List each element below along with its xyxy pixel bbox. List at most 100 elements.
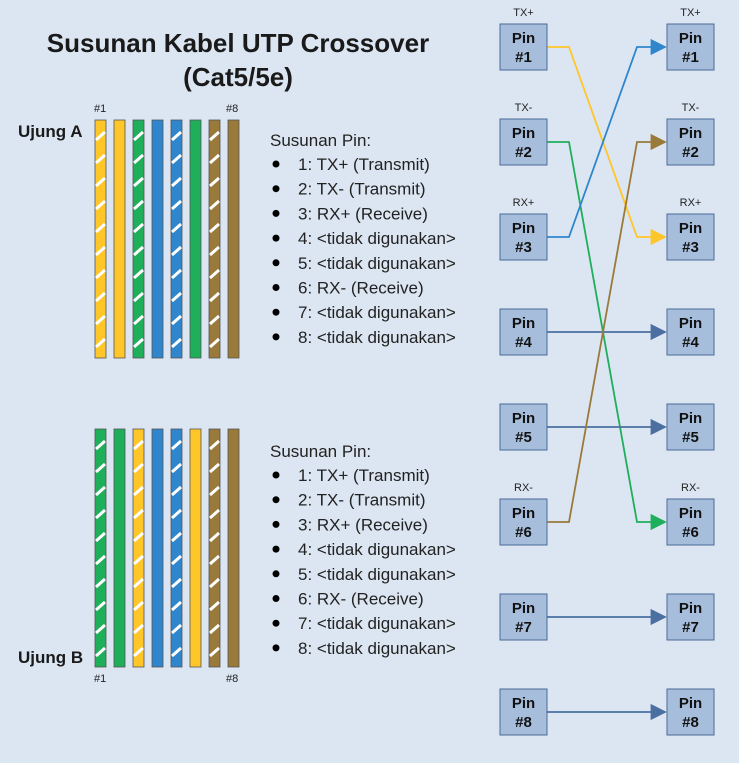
pin-label: Pin [512, 410, 535, 427]
pin-number: #1 [515, 49, 532, 66]
bullet-icon [272, 234, 280, 242]
end-a-wire-2 [113, 119, 126, 359]
end-b-pin-item: 7: <tidak digunakan> [272, 614, 456, 633]
left-pin-box-4: Pin #4 [499, 308, 548, 356]
end-a-pin-text: 7: <tidak digunakan> [298, 303, 456, 322]
end-a-pin-item: 2: TX- (Transmit) [272, 180, 426, 199]
pin-label: Pin [512, 315, 535, 332]
left-pin-column: Pin #1 TX+ Pin #2 TX- Pin #3 RX+ Pin #4Pin#5Pin#6R… [499, 7, 548, 736]
left-signal-label: RX- [514, 482, 533, 494]
right-signal-label: TX+ [680, 7, 700, 19]
end-b-wire-6 [189, 428, 202, 668]
right-pin-box-2: Pin#2TX- [666, 102, 715, 166]
bullet-icon [272, 496, 280, 504]
pin-label: Pin [679, 315, 702, 332]
pin-number: #5 [682, 429, 699, 446]
connection-pin-3-to-1 [547, 38, 667, 238]
end-a-pin-text: 2: TX- (Transmit) [298, 180, 426, 199]
bullet-icon [272, 185, 280, 193]
left-signal-label: TX- [515, 102, 533, 114]
left-pin-box-2: Pin#2TX- [499, 102, 548, 166]
end-b-pin-item: 1: TX+ (Transmit) [272, 466, 430, 485]
end-b-pin-text: 8: <tidak digunakan> [298, 639, 456, 658]
left-pin-box-7: Pin#7 [499, 593, 548, 641]
crossover-connections [547, 38, 667, 721]
end-a-wires [94, 119, 240, 359]
end-a-pin-text: 1: TX+ (Transmit) [298, 155, 430, 174]
end-b-pin-text: 2: TX- (Transmit) [298, 491, 426, 510]
pin-number: #7 [515, 619, 532, 636]
end-a-label: Ujung A [18, 122, 83, 141]
end-a-wire-3 [132, 119, 145, 359]
pin-number: #4 [515, 334, 532, 351]
left-pin-box-1: Pin #1 TX+ [499, 7, 548, 71]
pin-number: #6 [682, 524, 699, 541]
end-a-num-left: #1 [94, 103, 106, 115]
left-pin-box-5: Pin#5 [499, 403, 548, 451]
end-a-wire-4 [151, 119, 164, 359]
end-b-wire-5 [170, 428, 183, 668]
end-b-wire-7 [208, 428, 221, 668]
end-b-pin-item: 2: TX- (Transmit) [272, 491, 426, 510]
end-b-wires [94, 428, 240, 668]
end-b-pin-item: 6: RX- (Receive) [272, 590, 424, 609]
bullet-icon [272, 308, 280, 316]
end-a-wire-8 [227, 119, 240, 359]
end-a-pin-list: 1: TX+ (Transmit) 2: TX- (Transmit) 3: RX+… [272, 155, 456, 347]
end-b-num-left: #1 [94, 673, 106, 685]
bullet-icon [272, 619, 280, 627]
right-pin-box-1: Pin #1 TX+ [666, 7, 715, 71]
pin-number: #2 [682, 144, 699, 161]
bullet-icon [272, 595, 280, 602]
end-a-pin-item: 5: <tidak digunakan> [272, 254, 456, 273]
pin-label: Pin [512, 695, 535, 712]
end-a-wire-1 [94, 119, 107, 359]
end-a-wire-7 [208, 119, 221, 359]
end-b-pin-text: 3: RX+ (Receive) [298, 515, 428, 534]
pin-number: #3 [682, 239, 699, 256]
end-a-wire-6 [189, 119, 202, 359]
bullet-icon [272, 520, 280, 528]
connection-pin-6-to-2 [547, 133, 667, 523]
end-a-pin-text: 6: RX- (Receive) [298, 279, 424, 298]
left-pin-box-8: Pin#8 [499, 688, 548, 736]
right-pin-box-6: Pin#6RX- [666, 482, 715, 546]
pin-label: Pin [679, 30, 702, 47]
end-b-pin-text: 6: RX- (Receive) [298, 590, 424, 609]
end-b-wire-2 [113, 428, 126, 668]
right-pin-box-7: Pin #7 [666, 593, 715, 641]
left-signal-label: TX+ [513, 7, 533, 19]
end-a-pin-item: 4: <tidak digunakan> [272, 229, 456, 248]
end-b-wire-3 [132, 428, 145, 668]
pin-number: #2 [515, 144, 532, 161]
pin-number: #1 [682, 49, 699, 66]
pin-label: Pin [679, 410, 702, 427]
end-b-wire-4 [151, 428, 164, 668]
left-pin-box-3: Pin#3RX+ [499, 197, 548, 261]
pin-label: Pin [679, 505, 702, 522]
end-b-wire-1 [94, 428, 107, 668]
bullet-icon [272, 259, 280, 267]
pin-label: Pin [512, 505, 535, 522]
bullet-icon [272, 471, 280, 479]
left-signal-label: RX+ [513, 197, 535, 209]
pin-label: Pin [512, 30, 535, 47]
end-b-pin-text: 4: <tidak digunakan> [298, 540, 456, 559]
end-b-wire-8 [227, 428, 240, 668]
end-b-pin-text: 1: TX+ (Transmit) [298, 466, 430, 485]
right-pin-column: Pin#1TX+Pin#2TX-Pin#3RX+Pin#4Pin#5Pin#6R… [666, 7, 715, 736]
end-b-pin-item: 3: RX+ (Receive) [272, 515, 428, 534]
bullet-icon [272, 209, 280, 217]
pin-number: #7 [682, 619, 699, 636]
end-b-label: Ujung B [18, 648, 83, 667]
end-a-pin-text: 3: RX+ (Receive) [298, 204, 428, 223]
end-a-pin-item: 7: <tidak digunakan> [272, 303, 456, 322]
end-a-wire-5 [170, 119, 183, 359]
end-a-pin-text: 8: <tidak digunakan> [298, 328, 456, 347]
pin-label: Pin [679, 600, 702, 617]
pin-label: Pin [679, 125, 702, 142]
left-pin-box-6: Pin#6RX- [499, 482, 548, 546]
pin-number: #3 [515, 239, 532, 256]
bullet-icon [272, 160, 280, 168]
